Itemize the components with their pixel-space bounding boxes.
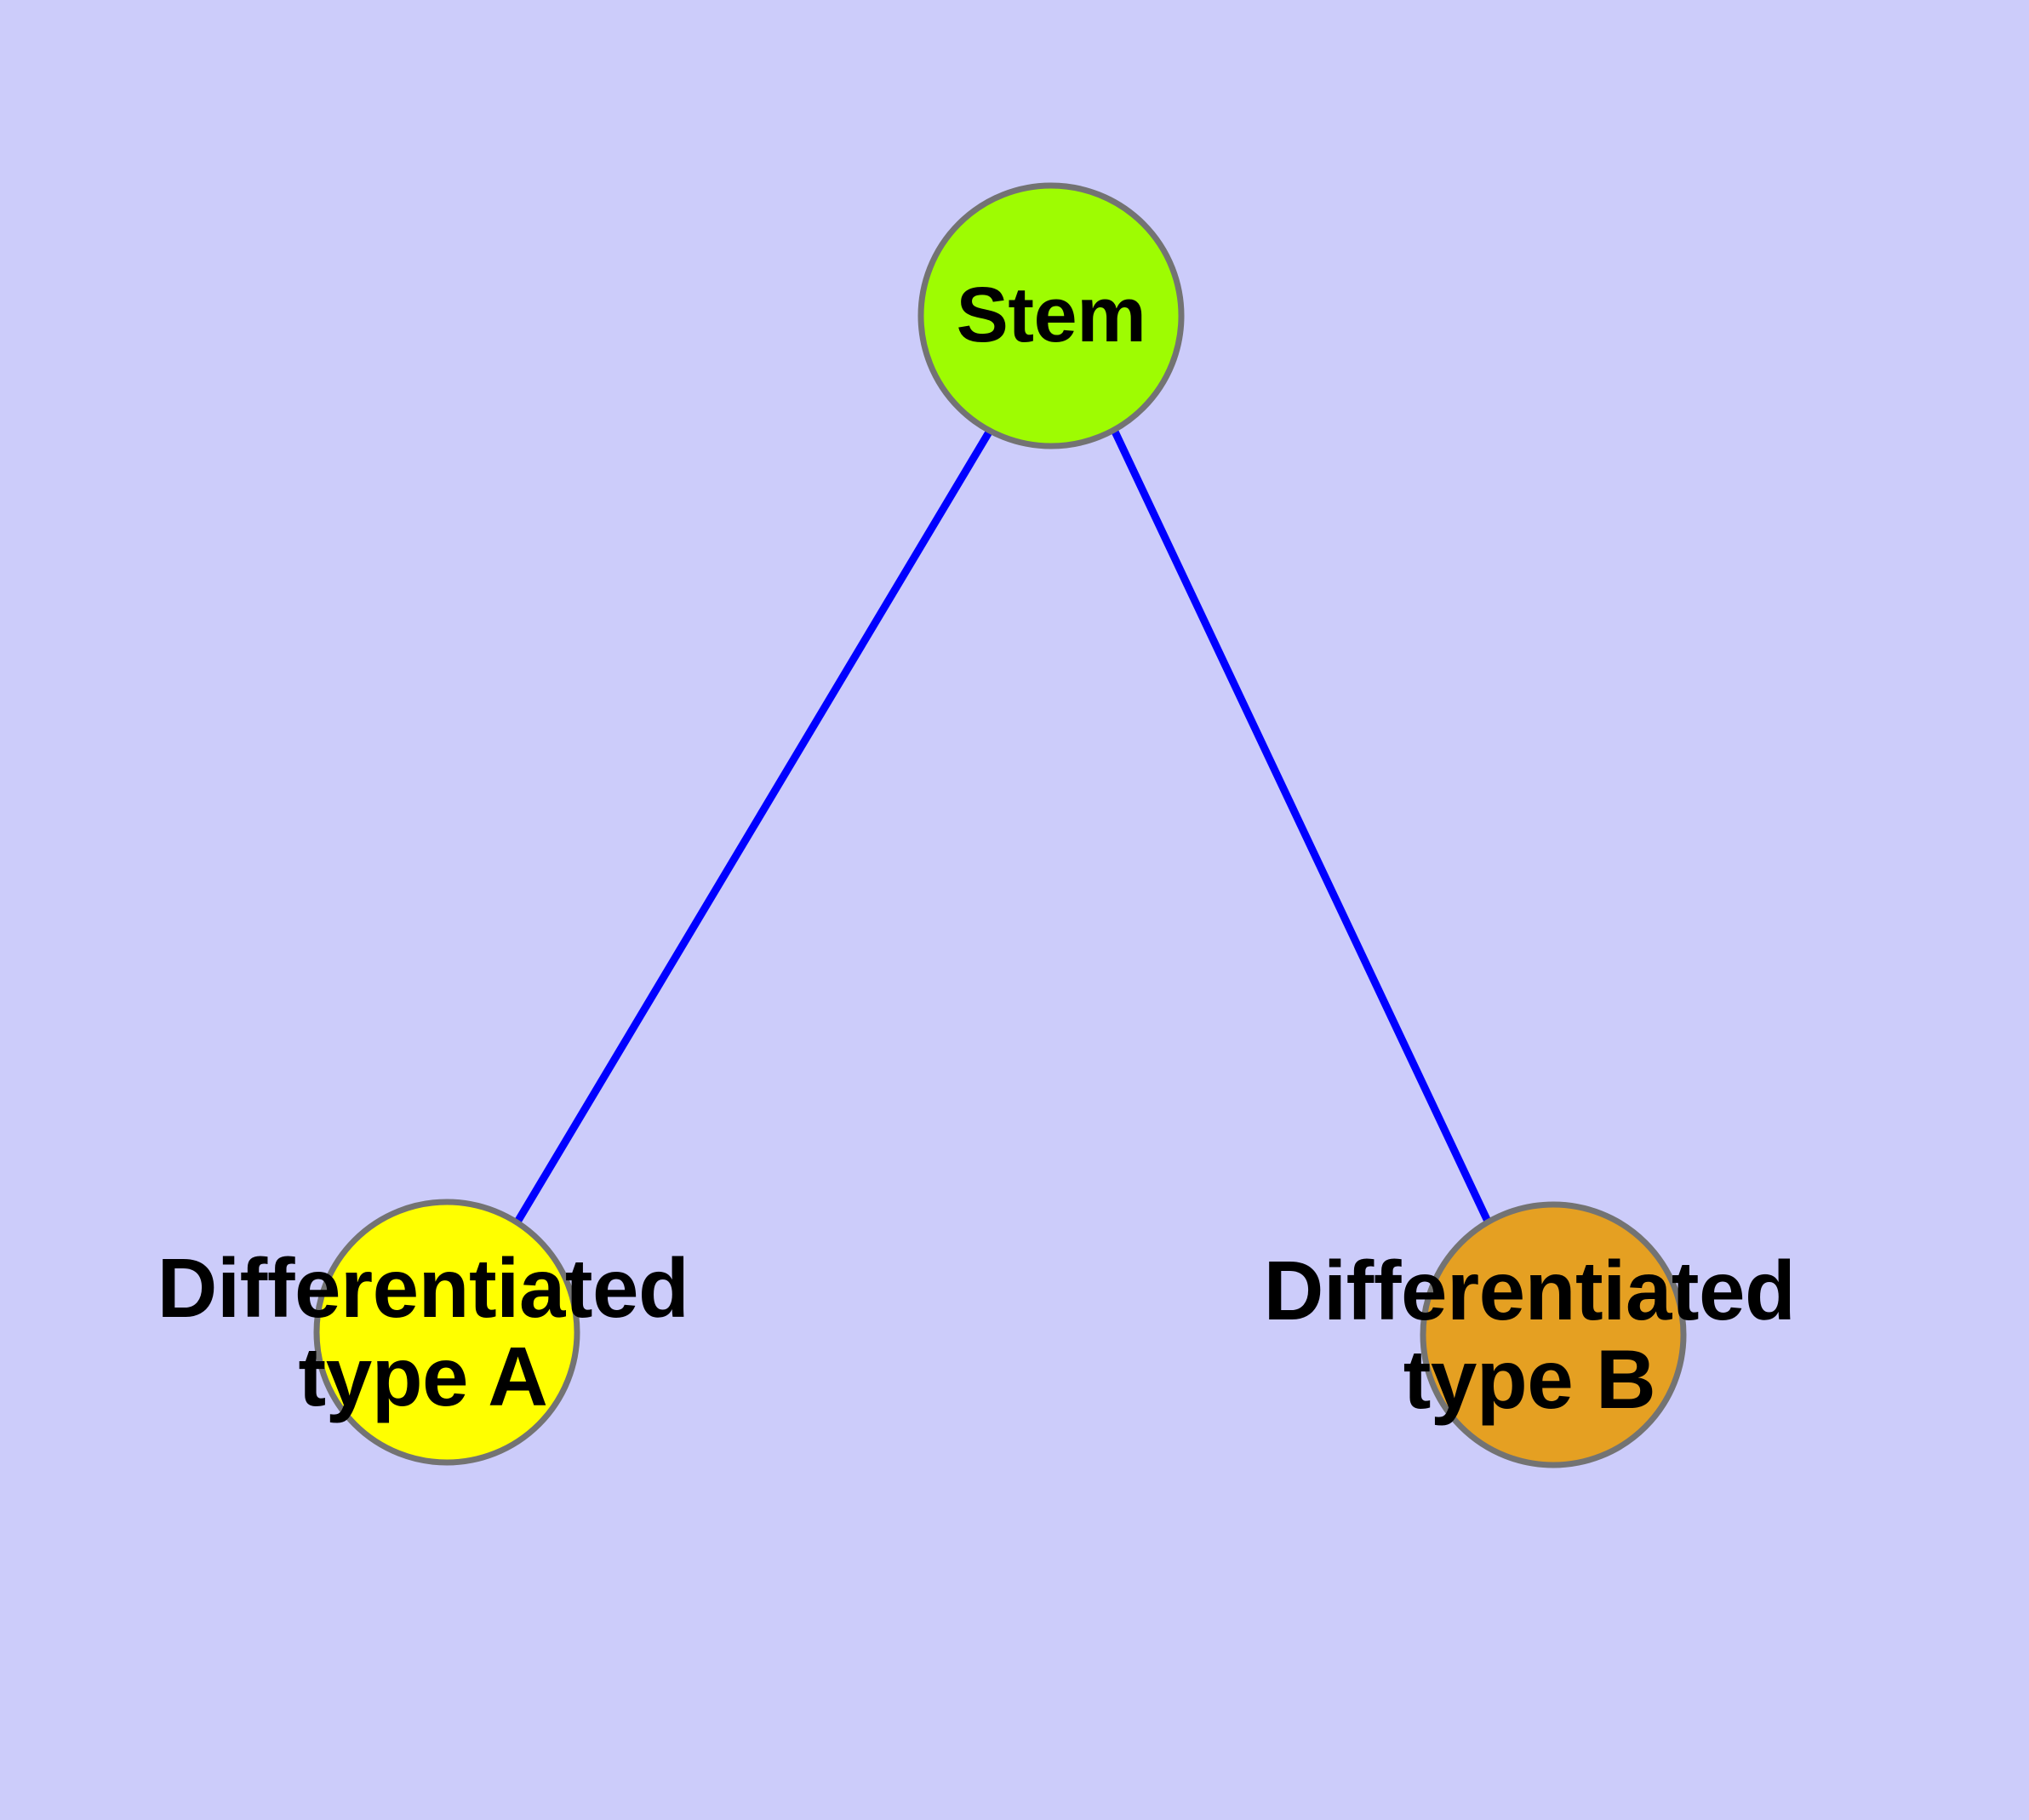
- edge-stem-to-differentiated-type-b[interactable]: [1111, 430, 1495, 1228]
- edge-stem-to-differentiated-type-a[interactable]: [513, 428, 993, 1226]
- node-differentiated-type-b[interactable]: [1420, 1201, 1687, 1468]
- node-differentiated-type-a[interactable]: [313, 1199, 580, 1466]
- nodes-layer: [313, 182, 1687, 1468]
- edges-layer: [513, 428, 1495, 1228]
- node-stem[interactable]: [917, 182, 1185, 449]
